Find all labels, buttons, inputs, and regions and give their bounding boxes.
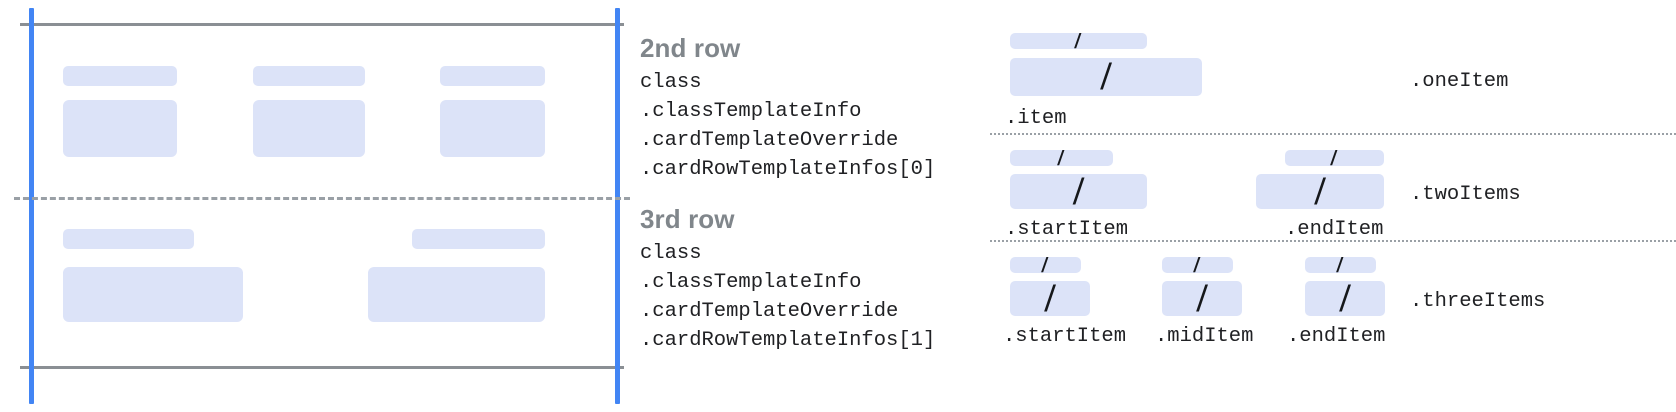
slash-icon: / [1100,58,1112,96]
second-row-code-line: .cardTemplateOverride [640,129,899,152]
row-divider-dashed-line [14,197,630,200]
third-row-annotation-block: 3rd row class .classTemplateInfo .cardTe… [640,204,935,355]
left-card-layout-diagram [0,0,630,412]
slash-icon: / [1072,174,1085,209]
item-box-placeholder: / [1305,281,1385,316]
second-row-cells [0,0,630,197]
item-pill-placeholder: / [1010,257,1081,273]
placeholder-pill [63,229,194,249]
third-row-heading: 3rd row [640,204,735,234]
three-items-band: / / .startItem / / .midItem / / .endItem… [985,243,1676,355]
slash-icon: / [1044,281,1056,316]
item-box-placeholder: / [1256,174,1384,209]
placeholder-box [368,267,545,322]
item-label: .midItem [1155,325,1254,348]
item-pill-placeholder: / [1305,257,1376,273]
slash-icon: / [1314,174,1326,209]
two-items-band: / / .startItem / / .endItem .twoItems [985,136,1676,241]
third-row-code-line: .cardRowTemplateInfos[1] [640,329,936,352]
item-pill-placeholder: / [1285,150,1384,166]
third-row-code-line: .cardTemplateOverride [640,300,899,323]
placeholder-pill [412,229,545,249]
band-divider-dotted-line [990,240,1676,242]
item-label: .startItem [1005,218,1129,241]
item-pill-placeholder: / [1010,33,1147,49]
band-label: .twoItems [1410,183,1521,206]
item-label: .startItem [1003,325,1127,348]
placeholder-box [63,100,177,157]
one-item-band: / / .item .oneItem [985,0,1676,130]
item-label: .endItem [1285,218,1384,241]
item-label: .item [1005,107,1067,130]
item-box-placeholder: / [1162,281,1242,316]
placeholder-pill [63,66,177,86]
second-row-code-line: .cardRowTemplateInfos[0] [640,158,936,181]
placeholder-pill [440,66,545,86]
slash-icon: / [1074,33,1082,49]
item-box-placeholder: / [1010,281,1090,316]
third-row-cells [0,197,630,372]
band-label: .threeItems [1410,290,1546,313]
third-row-code-line: .classTemplateInfo [640,271,862,294]
slash-icon: / [1193,257,1201,273]
item-label: .endItem [1287,325,1386,348]
second-row-annotation-block: 2nd row class .classTemplateInfo .cardTe… [640,33,935,184]
band-divider-dotted-line [990,133,1676,135]
placeholder-box [253,100,365,157]
placeholder-pill [253,66,365,86]
item-box-placeholder: / [1010,58,1202,96]
slash-icon: / [1196,281,1208,316]
card-bottom-edge-rule [20,366,624,369]
second-row-code-line: .classTemplateInfo [640,100,862,123]
card-left-guide-line [29,8,34,404]
row-annotation-column: 2nd row class .classTemplateInfo .cardTe… [640,0,980,412]
slash-icon: / [1041,257,1049,273]
slash-icon: / [1336,257,1344,273]
slash-icon: / [1330,150,1338,166]
band-label: .oneItem [1410,70,1509,93]
second-row-code-line: class [640,71,702,94]
third-row-code-line: class [640,242,702,265]
slash-icon: / [1339,281,1351,316]
item-box-placeholder: / [1010,174,1147,209]
slash-icon: / [1057,150,1065,166]
placeholder-box [440,100,545,157]
second-row-heading: 2nd row [640,33,741,63]
card-right-guide-line [615,8,620,404]
placeholder-box [63,267,243,322]
item-pill-placeholder: / [1010,150,1113,166]
card-top-edge-rule [20,23,624,26]
item-pill-placeholder: / [1162,257,1233,273]
item-variants-diagram: / / .item .oneItem / / .startItem / / [985,0,1676,412]
